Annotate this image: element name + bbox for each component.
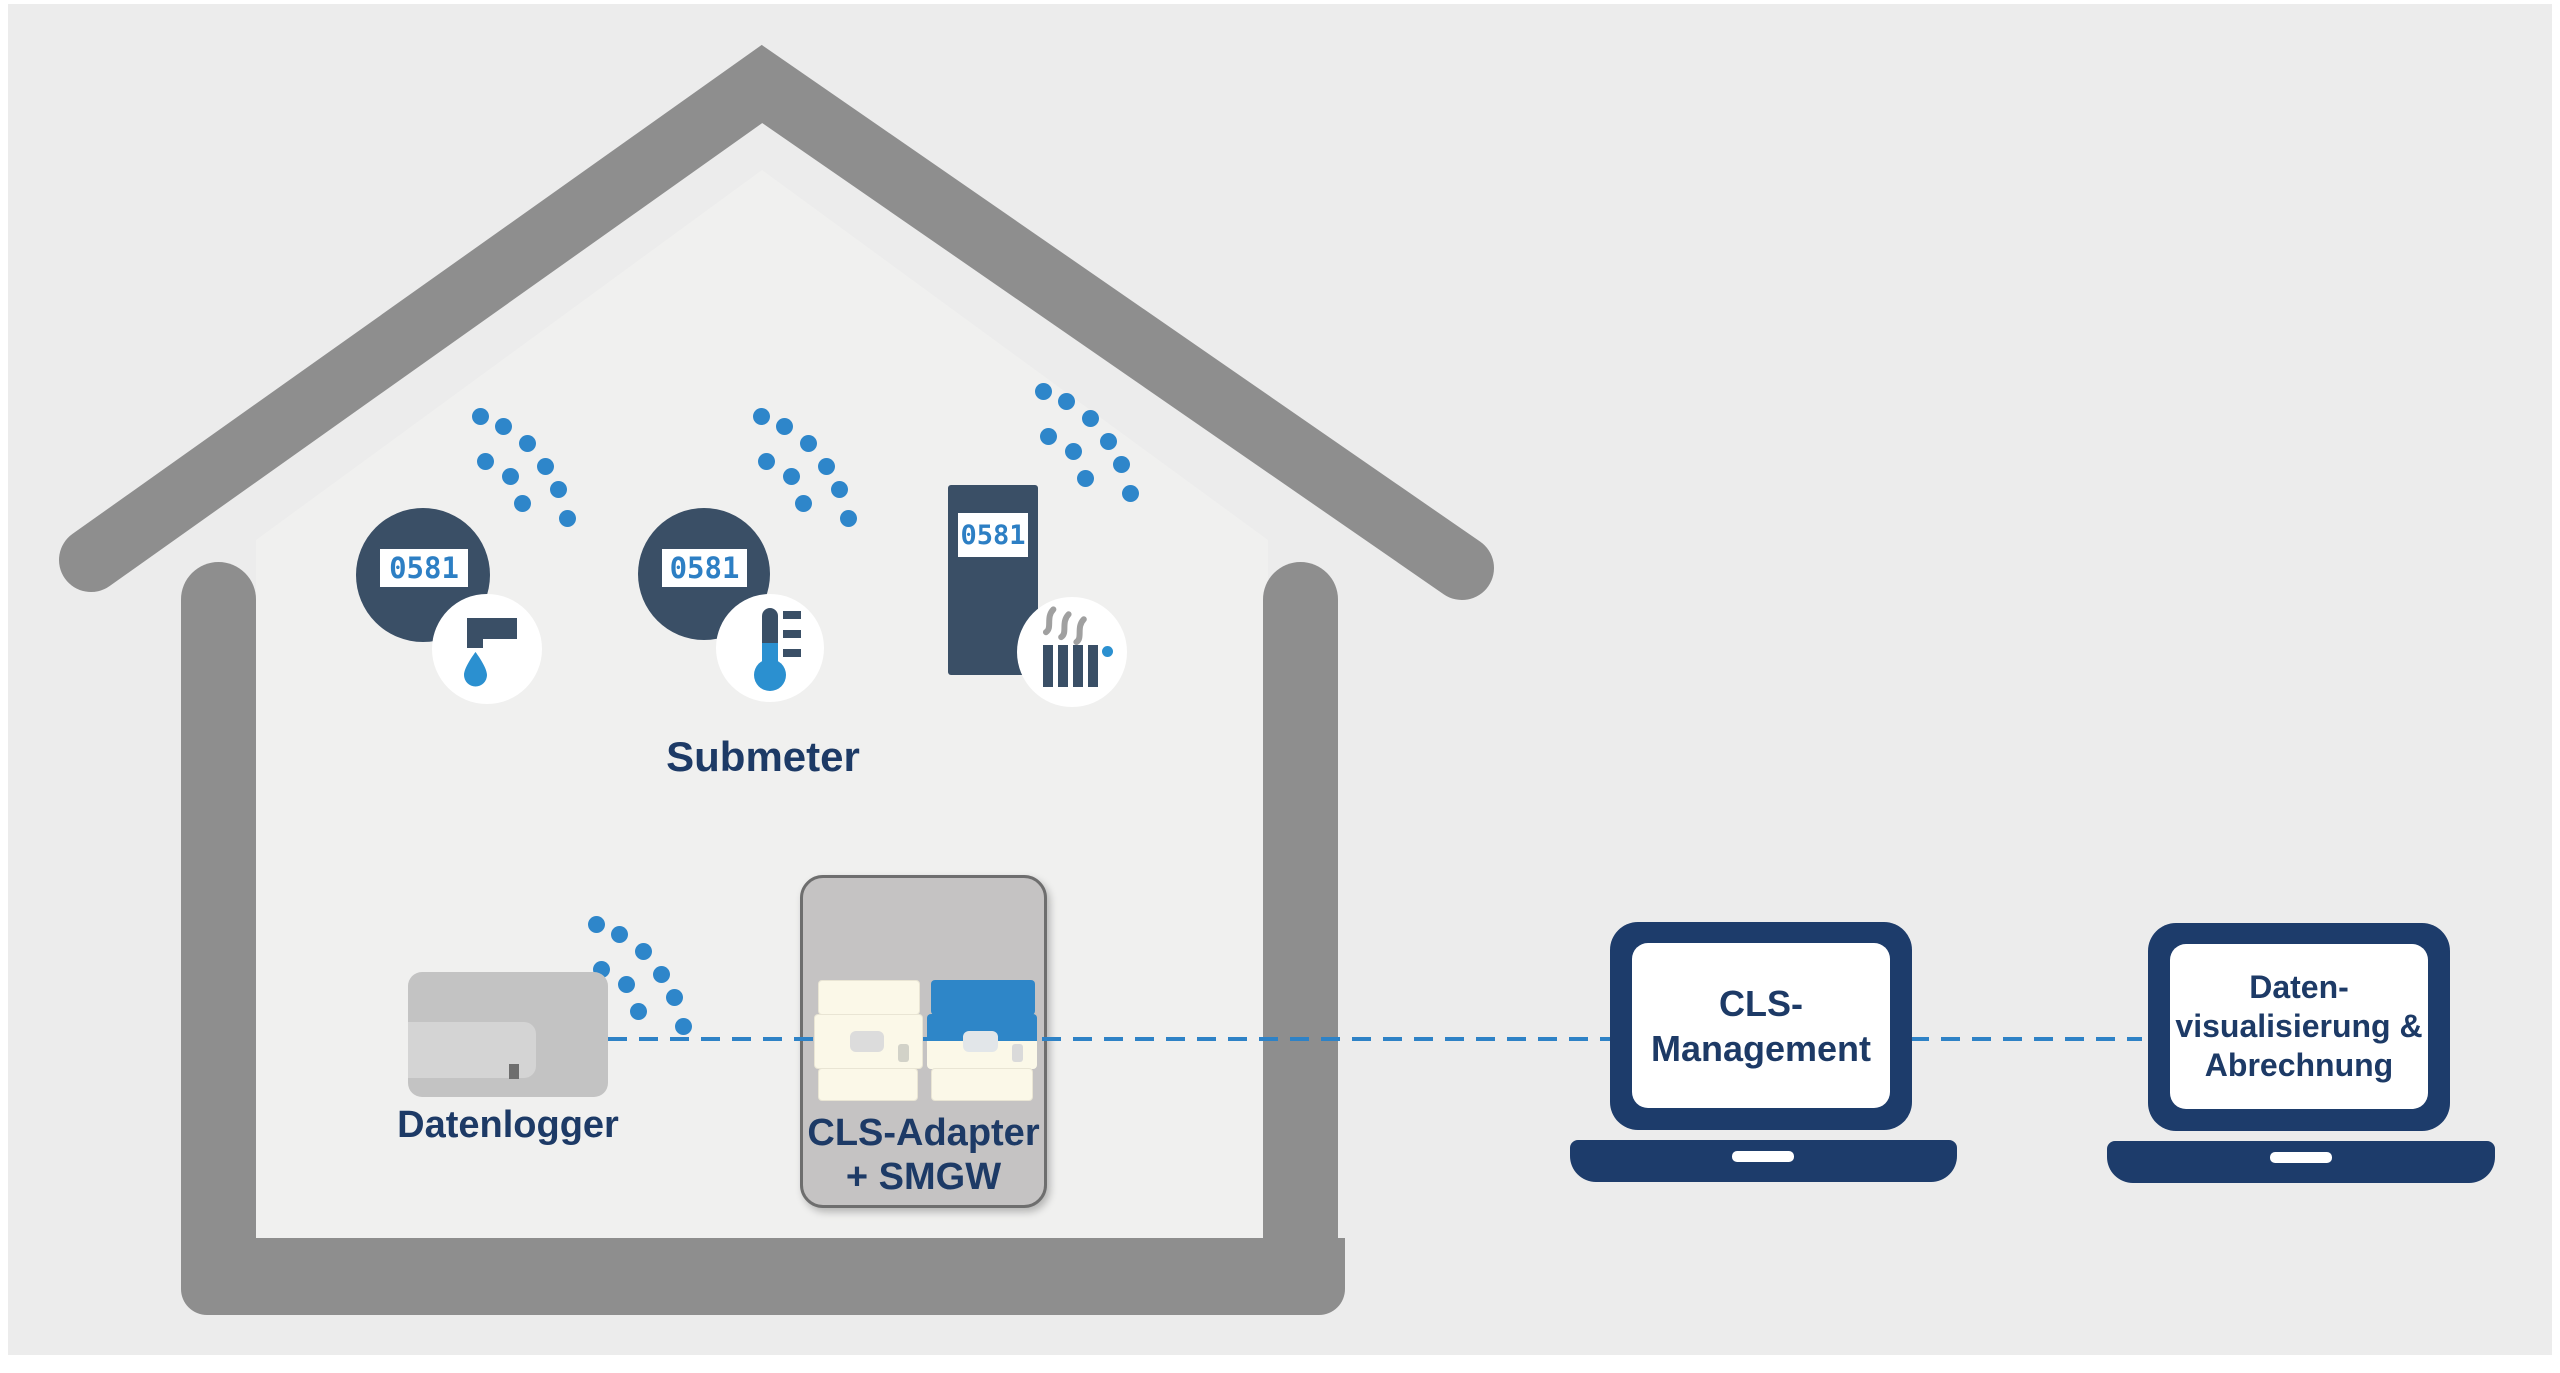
signal-dot [1040, 428, 1057, 445]
signal-dot [840, 510, 857, 527]
signal-dot [1058, 393, 1075, 410]
signal-dot [776, 418, 793, 435]
signal-dot [800, 435, 817, 452]
signal-dot [758, 453, 775, 470]
smgw-module [931, 1068, 1033, 1101]
connection-line [608, 1037, 2142, 1041]
laptop-notch [2270, 1152, 2332, 1163]
datenlogger-slot [509, 1064, 519, 1079]
signal-dot [519, 435, 536, 452]
wireless-signal-dots [753, 408, 863, 533]
cls-module [818, 1068, 918, 1101]
wireless-signal-dots [472, 408, 582, 533]
smgw-module [931, 980, 1035, 1015]
tap-outlet [467, 618, 483, 648]
heat-waves-icon [1042, 606, 1087, 646]
laptop-label-line: Management [1650, 1027, 1872, 1069]
radiator-bar [1088, 645, 1098, 687]
signal-dot [618, 976, 635, 993]
laptop-base [2107, 1141, 2495, 1183]
submeter-label: Submeter [666, 733, 860, 780]
signal-dot [831, 481, 848, 498]
radiator-bar [1043, 645, 1053, 687]
laptop-screen-content: CLS- Management [1632, 943, 1890, 1108]
signal-dot [588, 916, 605, 933]
module-label-slot [963, 1031, 998, 1052]
laptop-label-line: Abrechnung [2204, 1047, 2394, 1083]
meter-display: 0581 [662, 549, 747, 587]
laptop-label-line: visualisierung & [2175, 1008, 2423, 1044]
signal-dot [1077, 470, 1094, 487]
scale-tick [783, 611, 801, 619]
thermometer-bulb [754, 659, 786, 691]
scale-tick [783, 649, 801, 657]
signal-dot [1122, 485, 1139, 502]
signal-dot [537, 458, 554, 475]
signal-dot [783, 468, 800, 485]
laptop-label-line: Daten- [2249, 969, 2349, 1005]
module-mark [898, 1044, 909, 1062]
signal-dot [1082, 410, 1099, 427]
signal-dot [1035, 383, 1052, 400]
signal-dot [472, 408, 489, 425]
signal-dot [795, 495, 812, 512]
water-tap-drop-icon [432, 594, 542, 704]
house-wall-right [1263, 562, 1338, 1238]
laptop-screen: Daten- visualisierung & Abrechnung [2148, 923, 2450, 1131]
signal-dot [477, 453, 494, 470]
signal-dot [635, 943, 652, 960]
cls-adapter-label-line1: CLS-Adapter [807, 1112, 1040, 1154]
signal-dot [559, 510, 576, 527]
laptop-label-line: CLS- [1718, 982, 1803, 1024]
signal-dot [630, 1003, 647, 1020]
signal-dot [666, 989, 683, 1006]
signal-dot [818, 458, 835, 475]
meter-display: 0581 [958, 513, 1028, 557]
thermometer-icon [716, 594, 824, 702]
signal-dot [550, 481, 567, 498]
water-drop-icon [464, 652, 487, 687]
signal-dot [611, 926, 628, 943]
laptop-screen-content: Daten- visualisierung & Abrechnung [2170, 944, 2428, 1109]
meter-display: 0581 [380, 549, 468, 587]
signal-dot [502, 468, 519, 485]
signal-dot [653, 966, 670, 983]
signal-dot [1113, 456, 1130, 473]
radiator-valve-dot [1102, 646, 1113, 657]
signal-dot [1065, 443, 1082, 460]
wireless-signal-dots [588, 916, 698, 1041]
radiator-icon [1017, 597, 1127, 707]
module-label-slot [850, 1031, 884, 1052]
module-mark [1012, 1044, 1023, 1062]
radiator-bar [1073, 645, 1083, 687]
laptop-screen: CLS- Management [1610, 922, 1912, 1130]
radiator-bar [1058, 645, 1068, 687]
wireless-signal-dots [1035, 383, 1145, 508]
signal-dot [514, 495, 531, 512]
house-wall-left [181, 562, 256, 1238]
signal-dot [675, 1018, 692, 1035]
thermometer-stem-top [762, 608, 778, 644]
datenlogger-device [408, 972, 608, 1097]
cls-module [818, 980, 920, 1015]
signal-dot [753, 408, 770, 425]
laptop-notch [1732, 1151, 1794, 1162]
laptop-base [1570, 1140, 1957, 1182]
datenlogger-label: Datenlogger [397, 1104, 619, 1146]
signal-dot [1100, 433, 1117, 450]
signal-dot [495, 418, 512, 435]
scale-tick [783, 630, 801, 638]
cls-adapter-label-line2: + SMGW [845, 1156, 1002, 1198]
house-floor [181, 1238, 1345, 1315]
